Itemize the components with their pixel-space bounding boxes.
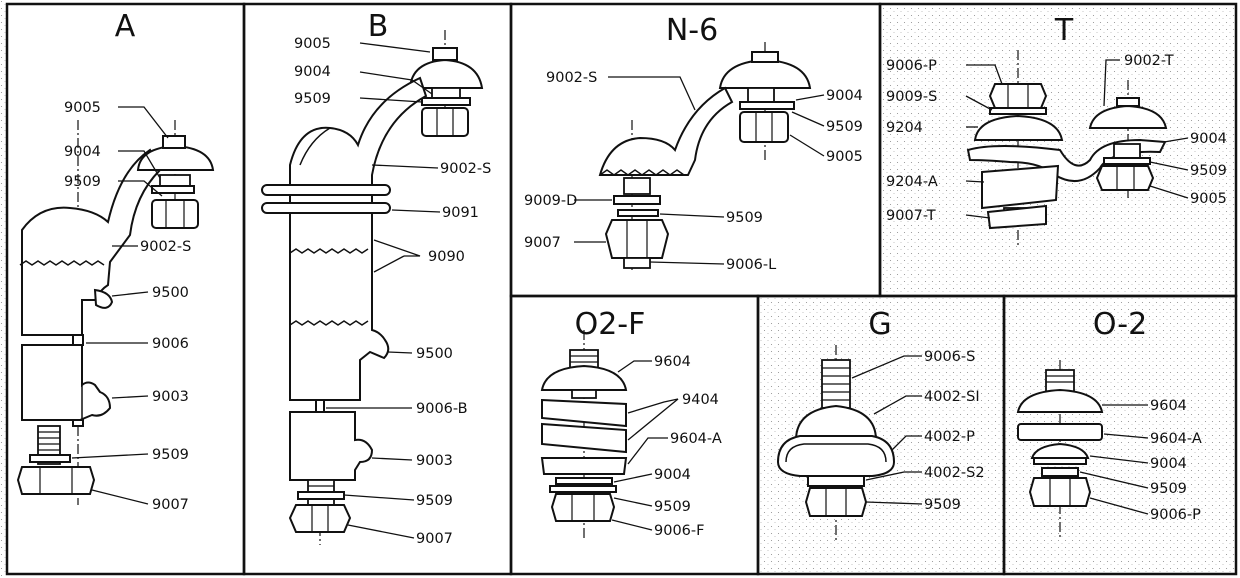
panel-o2f-label: 9404 — [682, 392, 719, 408]
panel-n6-label: 9509 — [826, 119, 863, 135]
panel-b-label: 9006-B — [416, 401, 468, 417]
panel-b-label: 9004 — [294, 64, 331, 80]
panel-t-label: 9005 — [1190, 191, 1227, 207]
panel-n6-title: N-6 — [666, 13, 718, 48]
panel-o2-label: 9509 — [1150, 481, 1187, 497]
panel-g-title: G — [868, 307, 891, 342]
panel-g: G 9006-S 4002-SI 4002-P 4002-S2 9509 — [776, 307, 985, 540]
panel-g-label: 9006-S — [924, 349, 975, 365]
panel-b-label: 9005 — [294, 36, 331, 52]
panel-n6-label: 9002-S — [546, 70, 597, 86]
panel-b-label: 9091 — [442, 205, 479, 221]
panel-n6-label: 9005 — [826, 149, 863, 165]
panel-n6-label: 9004 — [826, 88, 863, 104]
panel-a-label: 9509 — [152, 447, 189, 463]
panel-o2f: O2-F 9604 9404 9604-A 9004 9509 9006-F — [540, 307, 722, 540]
panel-a-label: 9509 — [64, 174, 101, 190]
panel-o2f-label: 9604-A — [670, 431, 722, 447]
panel-o2-label: 9004 — [1150, 456, 1187, 472]
panel-a-label: 9004 — [64, 144, 101, 160]
panel-n6-label: 9007 — [524, 235, 561, 251]
panel-frames — [5, 2, 1238, 576]
panel-o2-title: O-2 — [1093, 307, 1147, 342]
panel-o2f-label: 9604 — [654, 354, 691, 370]
panel-n6-label: 9006-L — [726, 257, 776, 273]
panel-n6-label: 9509 — [726, 210, 763, 226]
panel-t-label: 9509 — [1190, 163, 1227, 179]
panel-o2f-title: O2-F — [575, 307, 646, 342]
panel-o2-label: 9604 — [1150, 398, 1187, 414]
panel-a-lower-insulator — [21, 344, 112, 421]
panel-t-label: 9009-S — [886, 89, 937, 105]
panel-t-label: 9204-A — [886, 174, 938, 190]
panel-b-label: 9002-S — [440, 161, 491, 177]
panel-o2f-label: 9509 — [654, 499, 691, 515]
panel-g-label: 9509 — [924, 497, 961, 513]
panel-o2-label: 9604-A — [1150, 431, 1202, 447]
panel-b-label: 9003 — [416, 453, 453, 469]
panel-o2f-label: 9004 — [654, 467, 691, 483]
panel-a: A 9005 — [16, 9, 215, 513]
panel-o2-label: 9006-P — [1150, 507, 1201, 523]
panel-t-label: 9002-T — [1124, 53, 1174, 69]
panel-t-label: 9004 — [1190, 131, 1227, 147]
panel-a-label: 9002-S — [140, 239, 191, 255]
panel-g-label: 4002-P — [924, 429, 975, 445]
panel-g-label: 4002-SI — [924, 389, 980, 405]
panel-g-label: 4002-S2 — [924, 465, 985, 481]
panel-o2: O-2 9604 9604-A 9004 9509 9006-P — [1016, 307, 1202, 540]
panel-a-upper-insulator — [21, 148, 162, 336]
panel-a-title: A — [115, 9, 136, 44]
panel-o2f-label: 9006-F — [654, 523, 704, 539]
panel-b-insulator — [289, 76, 428, 401]
panel-a-label: 9007 — [152, 497, 189, 513]
panel-t-title: T — [1054, 13, 1074, 48]
panel-a-label: 9003 — [152, 389, 189, 405]
panel-b-label: 9509 — [294, 91, 331, 107]
panel-b-label: 9007 — [416, 531, 453, 547]
panel-a-label: 9005 — [64, 100, 101, 116]
panel-n6-insulator — [598, 86, 734, 176]
panel-t-label: 9204 — [886, 120, 923, 136]
panel-t: T 9006-P 9002-T 9009-S 9204 — [886, 13, 1227, 245]
panel-b-label: 9090 — [428, 249, 465, 265]
panel-b: B — [261, 9, 491, 547]
panel-t-label: 9007-T — [886, 208, 936, 224]
panel-a-label: 9006 — [152, 336, 189, 352]
panel-a-label: 9500 — [152, 285, 189, 301]
panel-b-label: 9500 — [416, 346, 453, 362]
panel-b-label: 9509 — [416, 493, 453, 509]
panel-n6: N-6 9002-S 9004 9509 9005 9009-D — [524, 13, 863, 273]
panel-n6-label: 9009-D — [524, 193, 577, 209]
panel-b-title: B — [368, 9, 389, 44]
panel-t-label: 9006-P — [886, 58, 937, 74]
